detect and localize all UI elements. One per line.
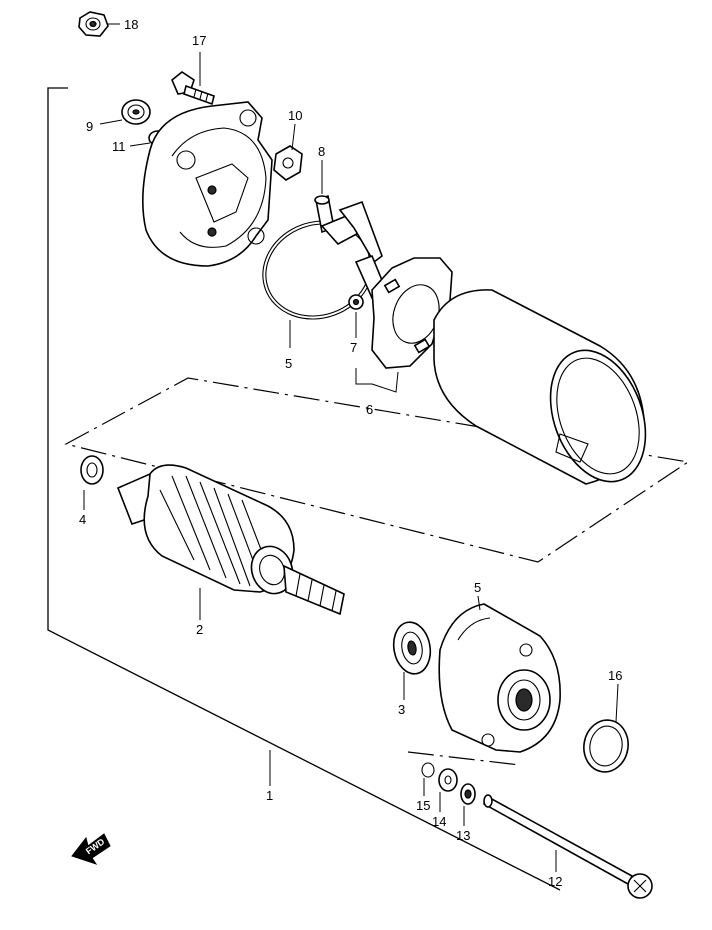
washer-part-14: [438, 768, 458, 792]
alignment-box-dashed: [64, 377, 690, 563]
callout-5-top: 5: [285, 356, 292, 371]
o-ring-part-16: [583, 719, 629, 773]
callout-16: 16: [608, 668, 622, 683]
callout-14: 14: [432, 814, 446, 829]
callout-8: 8: [318, 144, 325, 159]
alignment-line-bottom: [407, 751, 521, 766]
terminal-nut-part-10: [273, 145, 303, 181]
callout-2: 2: [196, 622, 203, 637]
armature-part-2: [116, 464, 345, 616]
washer-part-4: [80, 455, 104, 485]
front-housing-part-5-bottom: [438, 603, 561, 753]
flange-nut-part-18: [78, 11, 109, 37]
washer-part-13: [460, 783, 476, 805]
callout-15: 15: [416, 798, 430, 813]
callout-10: 10: [288, 108, 302, 123]
callout-11: 11: [112, 139, 126, 154]
callout-18: 18: [124, 17, 138, 32]
assembly-bracket-frame: [47, 87, 561, 891]
callout-1: 1: [266, 788, 273, 803]
callout-6: 6: [366, 402, 373, 417]
callout-5-bottom: 5: [474, 580, 481, 595]
callout-9: 9: [86, 119, 93, 134]
brush-plate-part-6: [371, 257, 453, 369]
callout-7: 7: [350, 340, 357, 355]
fwd-arrow-icon: FWD: [71, 833, 111, 865]
callout-12: 12: [548, 874, 562, 889]
callout-3: 3: [398, 702, 405, 717]
through-bolt-part-12: [482, 794, 653, 899]
callout-13: 13: [456, 828, 470, 843]
rear-housing-cover: [142, 101, 273, 267]
oil-seal-part-3: [392, 621, 432, 675]
washer-part-15: [421, 762, 435, 778]
callout-17: 17: [192, 33, 206, 48]
yoke-housing: [433, 289, 647, 485]
seal-part-9: [121, 99, 151, 125]
callout-4: 4: [79, 512, 86, 527]
bolt-part-17: [171, 71, 215, 106]
